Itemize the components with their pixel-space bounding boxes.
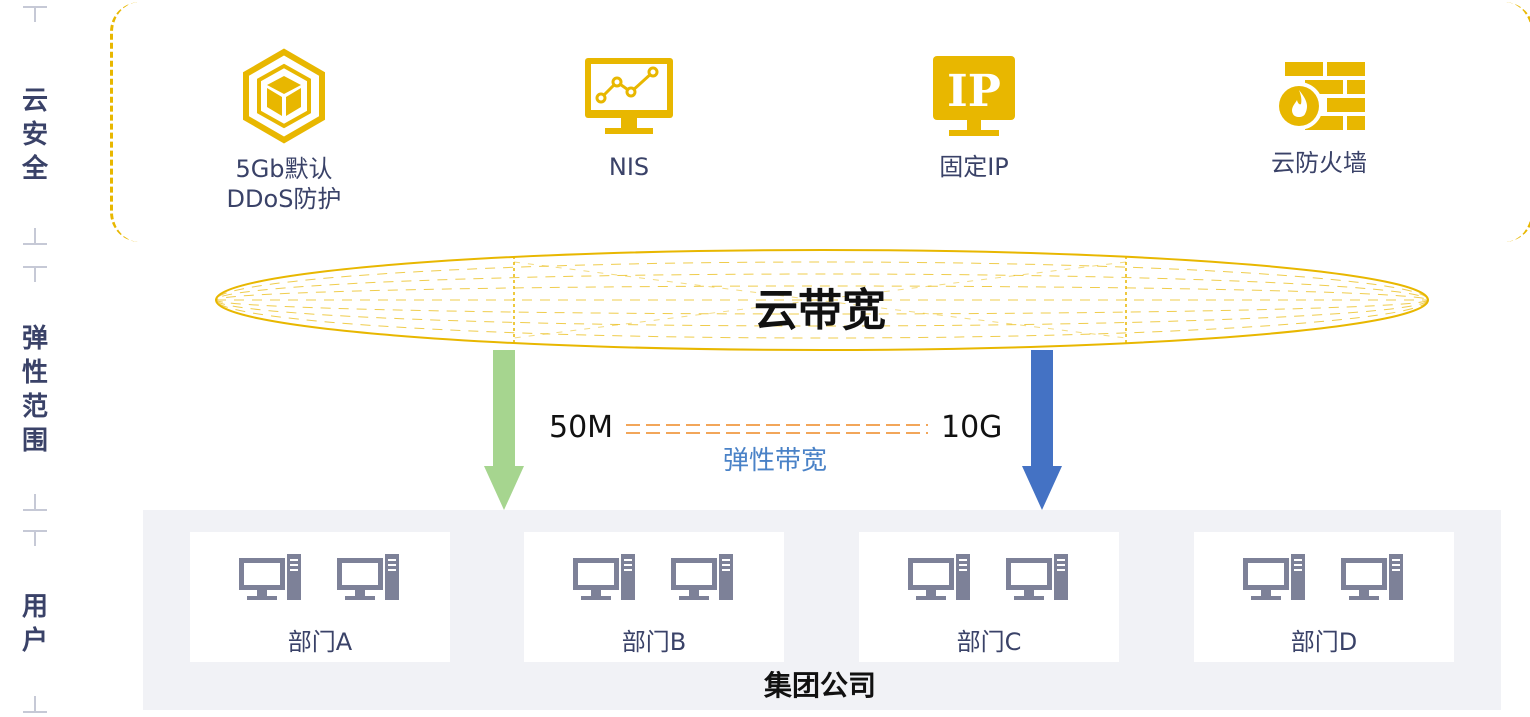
- computer-icon: [1243, 554, 1305, 600]
- cloud-security-frame: [110, 2, 1530, 242]
- security-item-label: 云防火墙: [1271, 149, 1367, 177]
- department-card: 部门B: [524, 532, 784, 662]
- security-item-firewall: 云防火墙: [1209, 60, 1429, 178]
- rail-divider: [18, 528, 52, 546]
- rail-divider: [18, 494, 52, 512]
- department-card: 部门A: [190, 532, 450, 662]
- department-card: 部门D: [1194, 532, 1454, 662]
- bandwidth-max: 10G: [941, 410, 1003, 445]
- elastic-bandwidth-label: 弹性带宽: [722, 446, 827, 476]
- cloud-bandwidth-title: 云带宽: [754, 285, 886, 336]
- computer-icon: [671, 554, 733, 600]
- department-label: 部门A: [287, 628, 353, 656]
- computer-icon: [573, 554, 635, 600]
- svg-text:IP: IP: [947, 66, 1001, 117]
- rail-divider: [18, 696, 52, 714]
- rail-label-security: 云安全: [21, 86, 48, 184]
- computer-icon: [337, 554, 399, 600]
- firewall-icon: [1275, 62, 1365, 130]
- security-item-ddos: 5Gb默认 DDoS防护: [174, 48, 394, 214]
- computer-icon: [1006, 554, 1068, 600]
- computer-icon: [908, 554, 970, 600]
- security-item-label: 5Gb默认: [235, 155, 333, 183]
- computer-icon: [1341, 554, 1403, 600]
- security-item-label: 固定IP: [939, 153, 1009, 181]
- monitor-chart-icon: [585, 58, 673, 134]
- green-arrow: [484, 350, 524, 510]
- security-item-nis: NIS: [519, 56, 739, 182]
- bandwidth-diagram: [215, 249, 1429, 510]
- security-item-label: NIS: [608, 153, 650, 181]
- department-label: 部门D: [1290, 628, 1358, 656]
- elastic-range-dashes: [626, 424, 928, 434]
- security-item-label: DDoS防护: [226, 185, 342, 213]
- ip-monitor-icon: IP: [933, 56, 1015, 136]
- bandwidth-min: 50M: [549, 410, 614, 445]
- rail-divider: [18, 4, 52, 22]
- rail-divider: [18, 264, 52, 282]
- rail-label-range: 弹性范围: [21, 324, 48, 456]
- rail-label-users: 用户: [21, 592, 48, 656]
- ddos-shield-cube-icon: [243, 48, 325, 144]
- department-card: 部门C: [859, 532, 1119, 662]
- computer-icon: [239, 554, 301, 600]
- cloud-bandwidth-ellipse: [215, 249, 1429, 351]
- group-company-label: 集团公司: [763, 669, 876, 702]
- blue-arrow: [1022, 350, 1062, 510]
- rail-divider: [18, 228, 52, 246]
- department-label: 部门B: [621, 628, 687, 656]
- department-label: 部门C: [956, 628, 1022, 656]
- security-item-fixed-ip: IP 固定IP: [864, 56, 1084, 182]
